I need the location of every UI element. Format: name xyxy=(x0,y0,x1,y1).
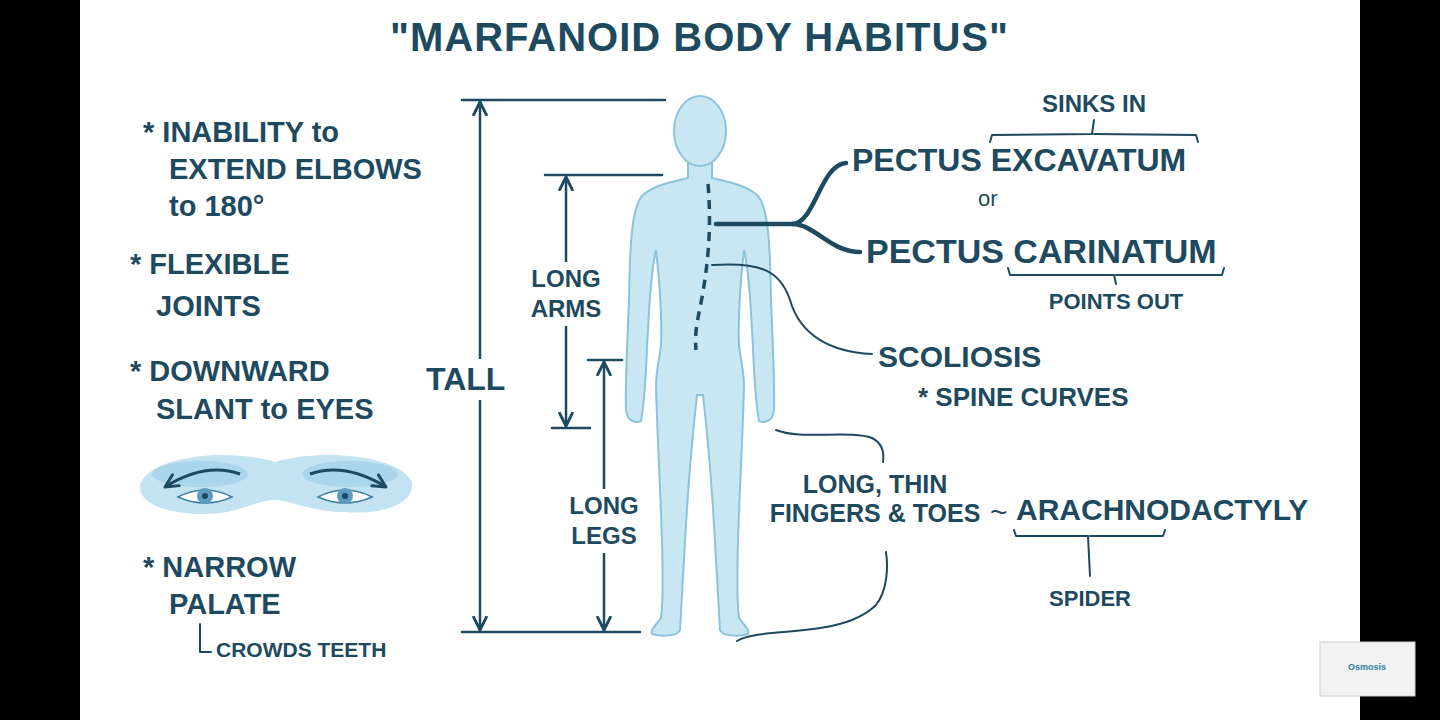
feature-label: LONG, THIN FINGERS & TOES xyxy=(765,470,985,528)
iris xyxy=(337,488,353,504)
dimension-label: LONG ARMS xyxy=(521,262,611,326)
scoliosis-leader xyxy=(712,264,872,354)
slant-arrow xyxy=(310,470,386,487)
sub-note: CROWDS TEETH xyxy=(216,638,386,662)
feature-label: PECTUS CARINATUM xyxy=(866,232,1217,271)
pupil xyxy=(342,493,348,499)
bracket xyxy=(1008,268,1224,284)
feature-label: SCOLIOSIS xyxy=(878,340,1041,375)
feature-label: PECTUS EXCAVATUM xyxy=(852,142,1186,179)
brow-shading xyxy=(302,461,398,487)
leaders xyxy=(200,120,1224,652)
body-figure xyxy=(626,96,775,636)
bracket xyxy=(1014,530,1165,576)
tilde-symbol: ~ xyxy=(990,495,1008,530)
term-label: ARACHNODACTYLY xyxy=(1016,493,1308,528)
sub-note: * SPINE CURVES xyxy=(918,383,1128,413)
side-bar xyxy=(1360,0,1440,720)
head xyxy=(674,96,726,166)
tick xyxy=(545,174,662,177)
watermark: Osmosis xyxy=(1322,662,1412,672)
slant-arrow xyxy=(165,470,240,487)
bracket-note: POINTS OUT xyxy=(1041,289,1191,314)
pectus-leader xyxy=(716,163,846,224)
bracket xyxy=(200,624,211,652)
watermark-box xyxy=(1320,642,1415,696)
tick xyxy=(588,359,622,362)
side-bar xyxy=(0,0,80,720)
eyes-illustration xyxy=(140,455,412,514)
feature-note: * FLEXIBLE JOINTS xyxy=(130,243,386,327)
title: "MARFANOID BODY HABITUS" xyxy=(390,14,990,60)
tick xyxy=(462,631,640,634)
eye-shading xyxy=(140,455,412,514)
tick xyxy=(462,99,665,102)
dimension-label: LONG LEGS xyxy=(559,489,649,553)
feature-note: * NARROW PALATE xyxy=(143,549,399,623)
pupil xyxy=(202,493,208,499)
connector-word: or xyxy=(978,186,998,211)
dimension-label: TALL xyxy=(422,359,509,400)
fingers-leader xyxy=(776,430,883,462)
tick xyxy=(552,427,590,430)
pectus-leader xyxy=(792,224,860,252)
feature-note: * DOWNWARD SLANT to EYES xyxy=(130,352,396,428)
bracket xyxy=(990,120,1198,142)
spine-dashed xyxy=(696,184,710,350)
bracket-note: SPIDER xyxy=(1040,586,1140,611)
toes-leader xyxy=(737,552,887,641)
feature-note: * INABILITY to EXTEND ELBOWS to 180° xyxy=(143,114,449,225)
body-silhouette xyxy=(626,162,775,636)
bracket-note: SINKS IN xyxy=(1034,90,1154,118)
brow-shading xyxy=(152,461,248,487)
iris xyxy=(197,488,213,504)
